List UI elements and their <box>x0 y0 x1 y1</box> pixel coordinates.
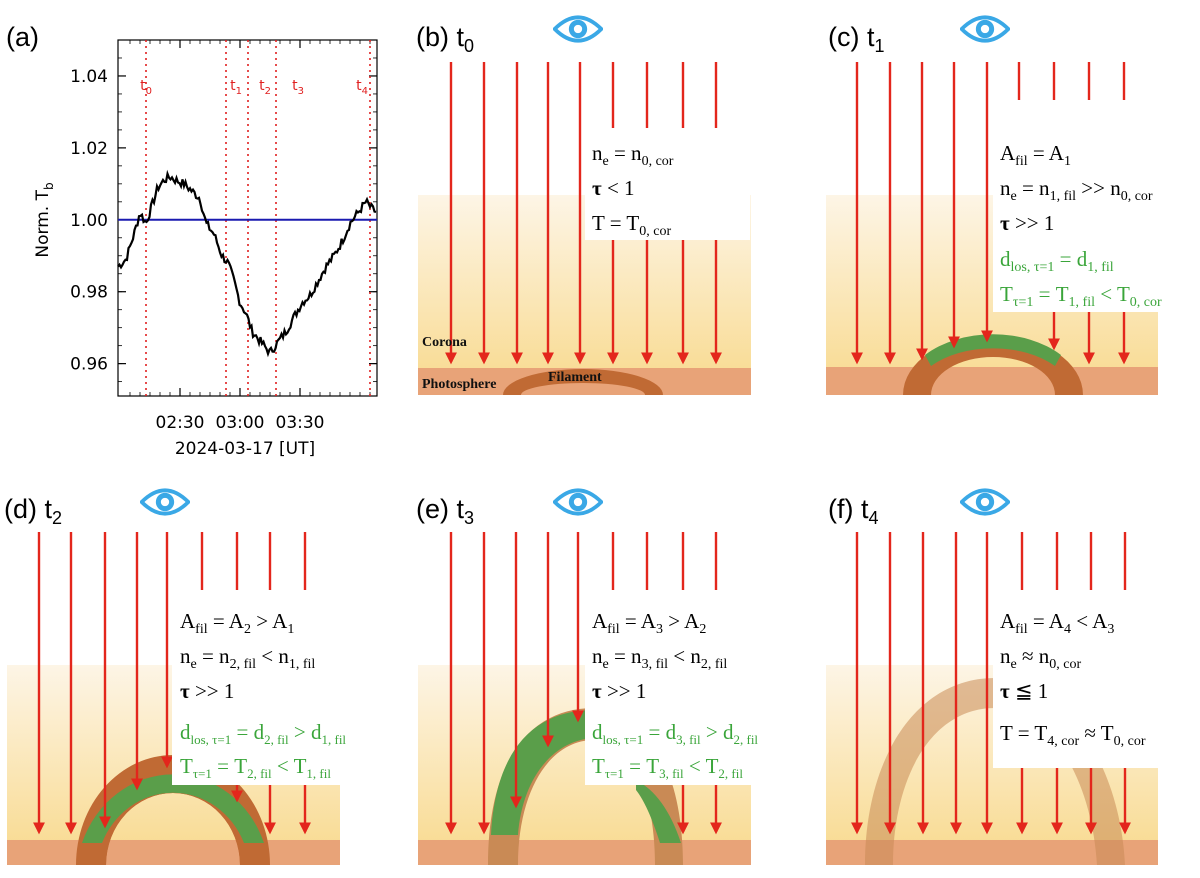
tau-one-layer-right <box>636 780 681 843</box>
panel-label-e: (e) t3 <box>416 494 474 528</box>
y-tick-label: 0.96 <box>70 355 108 375</box>
lower-rays <box>231 785 311 835</box>
eq-d-4: dlos, τ=1 = d2, fil > d1, fil <box>180 720 346 747</box>
panel-b: (b) t0 ne = n0, cor τ < 1 T = T0, cor Co… <box>416 15 751 395</box>
panel-label-a: (a) <box>6 22 39 52</box>
photosphere-layer <box>7 840 340 865</box>
eq-f-3: τ ≦ 1 <box>1000 679 1048 703</box>
time-marker-label: t3 <box>292 78 304 97</box>
ray-arrows <box>851 532 993 835</box>
ray-arrows <box>851 62 993 365</box>
lower-rays <box>677 785 722 835</box>
equation-box <box>993 100 1200 312</box>
x-axis-label: 2024-03-17 [UT] <box>175 439 315 459</box>
panel-label-f: (f) t4 <box>828 494 879 528</box>
eq-e-4: dlos, τ=1 = d3, fil > d2, fil <box>592 720 758 747</box>
eq-e-1: Afil = A3 > A2 <box>592 609 706 637</box>
time-marker-label: t0 <box>140 78 152 97</box>
eq-e-5: Tτ=1 = T3, fil < T2, fil <box>592 754 743 781</box>
time-marker-label: t2 <box>259 78 271 97</box>
eq-f-2: ne ≈ n0, cor <box>1000 644 1081 672</box>
photosphere-layer <box>826 367 1158 395</box>
y-tick-label: 0.98 <box>70 283 108 303</box>
eq-d-1: Afil = A2 > A1 <box>180 609 294 637</box>
x-tick-label: 02:30 <box>156 413 205 433</box>
filament-label: Filament <box>548 370 602 385</box>
plot-frame <box>117 39 378 397</box>
lower-rays <box>1016 768 1131 835</box>
photosphere-layer <box>418 840 751 865</box>
photosphere-label: Photosphere <box>422 377 496 392</box>
panel-e: (e) t3 Afil = A3 > A2 ne = n3, fil < n2,… <box>416 488 810 865</box>
y-tick-label: 1.04 <box>70 67 108 87</box>
eq-c-4: dlos, τ=1 = d1, fil <box>1000 247 1114 275</box>
eq-c-5: Tτ=1 = T1, fil < T0, cor <box>1000 282 1162 310</box>
eq-b-1: ne = n0, cor <box>592 141 674 169</box>
eq-d-5: Tτ=1 = T2, fil < T1, fil <box>180 754 331 781</box>
eq-e-3: τ >> 1 <box>592 679 646 703</box>
ray-arrows <box>445 532 584 835</box>
filament-arch <box>503 369 663 395</box>
panel-label-d: (d) t2 <box>4 494 62 528</box>
eq-c-2: ne = n1, fil >> n0, cor <box>1000 176 1153 204</box>
panel-f: (f) t4 Afil = A4 < A3 ne ≈ n0, cor τ ≦ 1… <box>826 488 1193 865</box>
time-marker-label: t4 <box>356 78 368 97</box>
x-tick-label: 03:00 <box>216 413 265 433</box>
short-rays <box>200 532 307 590</box>
equation-box <box>585 590 810 785</box>
eq-b-2: τ < 1 <box>592 176 635 200</box>
short-rays <box>1017 62 1126 100</box>
x-tick-label: 03:30 <box>276 413 325 433</box>
y-tick-label: 1.00 <box>70 211 108 231</box>
eq-d-3: τ >> 1 <box>180 679 234 703</box>
eq-f-1: Afil = A4 < A3 <box>1000 609 1114 637</box>
eye-icon <box>553 488 603 516</box>
panel-d: (d) t2 Afil = A2 > A1 ne = n2, fil < n1,… <box>4 488 405 865</box>
eq-d-2: ne = n2, fil < n1, fil <box>180 644 315 672</box>
short-rays <box>1020 532 1127 590</box>
equation-box <box>993 590 1193 768</box>
tb-curve <box>117 169 377 358</box>
eye-icon <box>960 15 1010 43</box>
equation-box <box>585 128 750 240</box>
tau-one-layer <box>82 774 264 843</box>
eq-f-4: T = T4, cor ≈ T0, cor <box>1000 721 1146 749</box>
time-marker-label: t1 <box>230 78 242 97</box>
corona-label: Corona <box>422 335 467 350</box>
eye-icon <box>553 15 603 43</box>
panel-label-c: (c) t1 <box>828 22 885 56</box>
eq-c-3: τ >> 1 <box>1000 211 1054 235</box>
short-rays <box>611 532 718 590</box>
chart-ticks: 0.96 0.98 1.00 1.02 1.04 02:30 03:00 03:30 <box>70 40 377 433</box>
ray-arrows <box>33 532 173 835</box>
eq-e-2: ne = n3, fil < n2, fil <box>592 644 727 672</box>
y-tick-label: 1.02 <box>70 139 108 159</box>
time-markers: t0 t1 t2 t3 t4 <box>140 40 371 396</box>
panel-c: (c) t1 Afil = A1 ne = n1, fil >> n0, cor… <box>826 15 1200 395</box>
eq-c-1: Afil = A1 <box>1000 141 1071 169</box>
eq-b-3: T = T0, cor <box>592 211 671 239</box>
lower-rays <box>1048 312 1130 365</box>
eye-icon <box>140 488 190 516</box>
y-axis-label: Norm. Tb <box>33 182 56 257</box>
equation-box <box>172 590 405 785</box>
eye-icon <box>960 488 1010 516</box>
panel-label-b: (b) t0 <box>416 22 474 56</box>
